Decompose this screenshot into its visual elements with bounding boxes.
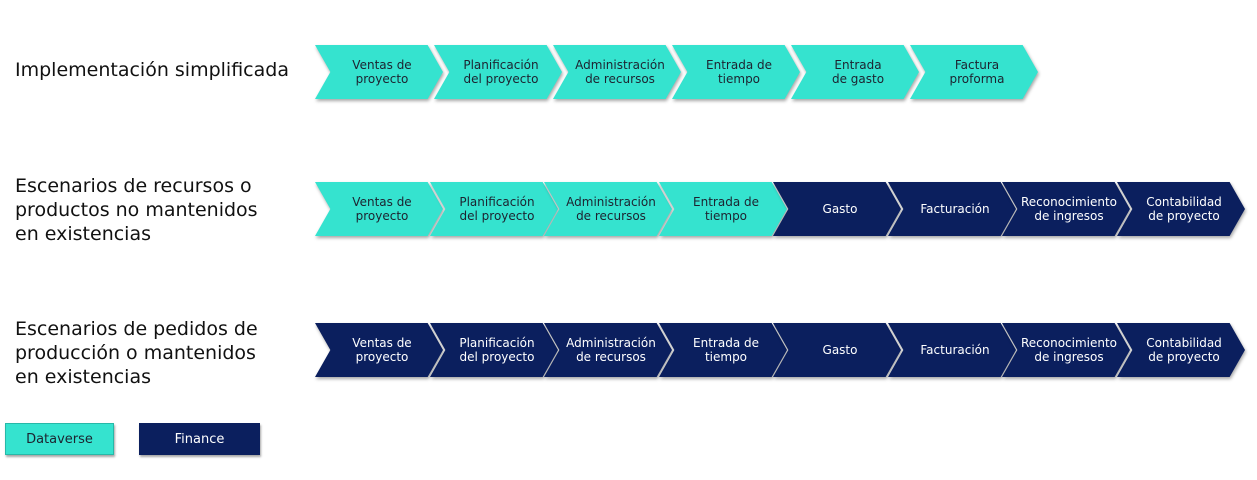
process-step-label: Ventas de proyecto	[352, 58, 412, 86]
process-step: Reconocimiento de ingresos	[1002, 182, 1130, 236]
process-step: Entrada de tiempo	[659, 182, 787, 236]
process-step: Planificación del proyecto	[430, 182, 558, 236]
row-label-simplified: Implementación simplificada	[15, 59, 289, 81]
chevron-shape	[1002, 323, 1130, 377]
process-step-label: Administración de recursos	[566, 336, 656, 364]
process-step-label: Gasto	[822, 202, 858, 216]
process-step-label: Entrada de tiempo	[706, 58, 772, 86]
chevron-shape	[910, 45, 1038, 99]
process-step: Gasto	[773, 182, 901, 236]
legend-dataverse: Dataverse	[5, 423, 114, 455]
chevron-shape	[888, 323, 1016, 377]
chevron-shape	[1002, 182, 1130, 236]
chevron-shape	[315, 182, 443, 236]
chevron-shape	[773, 182, 901, 236]
process-step: Administración de recursos	[544, 323, 672, 377]
process-step: Administración de recursos	[553, 45, 681, 99]
process-step-label: Ventas de proyecto	[352, 336, 412, 364]
chevron-shape	[888, 182, 1016, 236]
chevron-shape	[544, 323, 672, 377]
process-step: Entrada de tiempo	[659, 323, 787, 377]
process-step-label: Gasto	[822, 343, 858, 357]
process-step-label: Factura proforma	[949, 58, 1005, 86]
chevron-shape	[773, 323, 901, 377]
process-step-label: Reconocimiento de ingresos	[1020, 336, 1118, 364]
process-step: Contabilidad de proyecto	[1117, 323, 1245, 377]
chevron-shape	[1117, 182, 1245, 236]
chevron-shape	[544, 182, 672, 236]
chevron-shape	[672, 45, 800, 99]
chevron-shape	[553, 45, 681, 99]
process-step: Planificación del proyecto	[434, 45, 562, 99]
process-step: Factura proforma	[910, 45, 1038, 99]
row-label-stocked: Escenarios de pedidos de producción o ma…	[15, 318, 258, 388]
chevron-shape	[434, 45, 562, 99]
process-step-label: Contabilidad de proyecto	[1146, 195, 1222, 223]
process-step: Entrada de tiempo	[672, 45, 800, 99]
process-step-label: Planificación del proyecto	[459, 336, 535, 364]
chevron-shape	[315, 323, 443, 377]
chevron-shape	[430, 323, 558, 377]
process-step-label: Planificación del proyecto	[459, 195, 535, 223]
chevron-shape	[315, 45, 443, 99]
process-step: Administración de recursos	[544, 182, 672, 236]
process-step-label: Planificación del proyecto	[463, 58, 539, 86]
process-step: Planificación del proyecto	[430, 323, 558, 377]
process-step: Ventas de proyecto	[315, 323, 443, 377]
process-step-label: Facturación	[920, 202, 990, 216]
chevron-shape	[430, 182, 558, 236]
process-step-label: Reconocimiento de ingresos	[1020, 195, 1118, 223]
chevron-shape	[791, 45, 919, 99]
chevron-shape	[659, 323, 787, 377]
process-step-label: Entrada de tiempo	[693, 336, 759, 364]
process-step: Facturación	[888, 323, 1016, 377]
chevron-shape	[1117, 323, 1245, 377]
legend-finance: Finance	[139, 423, 260, 455]
process-step-label: Entrada de gasto	[831, 58, 885, 86]
process-step-label: Contabilidad de proyecto	[1146, 336, 1222, 364]
process-step: Gasto	[773, 323, 901, 377]
chevron-shape	[659, 182, 787, 236]
process-step: Reconocimiento de ingresos	[1002, 323, 1130, 377]
process-step-label: Facturación	[920, 343, 990, 357]
row-label-non-stocked: Escenarios de recursos o productos no ma…	[15, 175, 258, 245]
process-step: Entrada de gasto	[791, 45, 919, 99]
process-step-label: Administración de recursos	[575, 58, 665, 86]
process-step-label: Ventas de proyecto	[352, 195, 412, 223]
process-step: Facturación	[888, 182, 1016, 236]
process-step: Ventas de proyecto	[315, 45, 443, 99]
process-step-label: Entrada de tiempo	[693, 195, 759, 223]
process-step: Ventas de proyecto	[315, 182, 443, 236]
process-step-label: Administración de recursos	[566, 195, 656, 223]
process-step: Contabilidad de proyecto	[1117, 182, 1245, 236]
